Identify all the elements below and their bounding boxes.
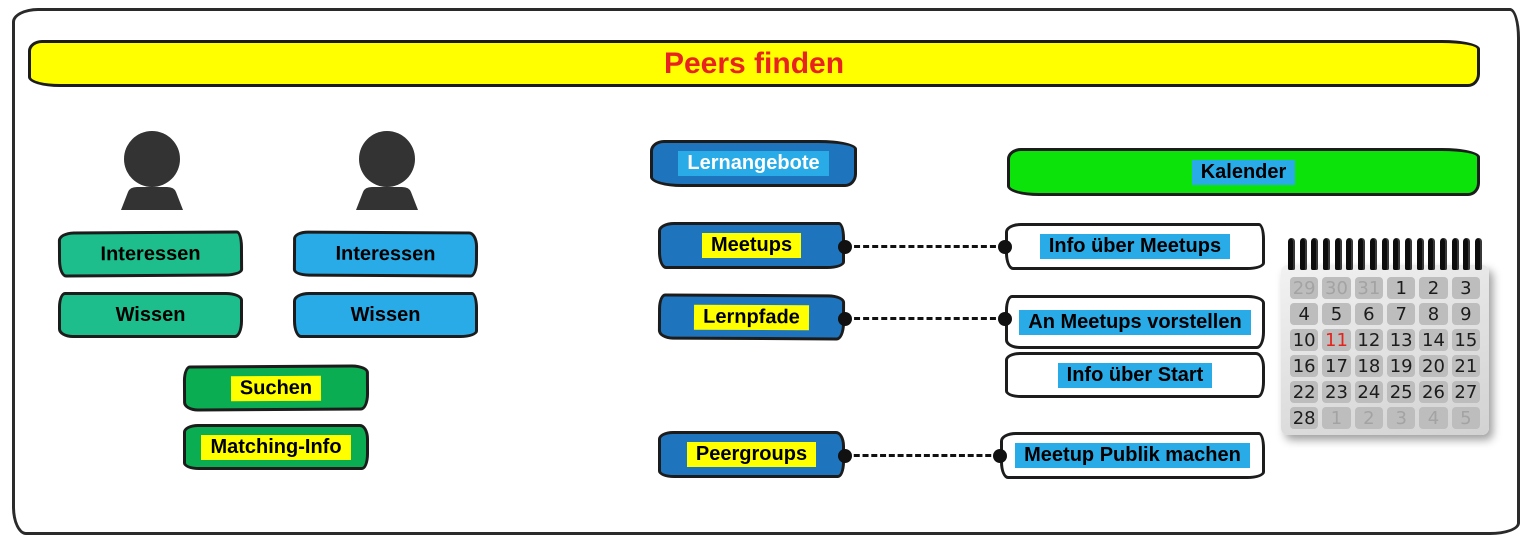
spiral-pin-icon [1299,238,1307,270]
button-wissen-person2[interactable]: Wissen [293,292,478,338]
calendar-day: 3 [1387,407,1416,429]
calendar-day: 9 [1451,303,1480,325]
button-label: Wissen [115,303,186,326]
spiral-pin-icon [1358,238,1366,270]
calendar-day: 16 [1290,355,1319,377]
calendar-day: 21 [1451,355,1480,377]
calendar-day: 12 [1354,329,1383,351]
button-label: Suchen [230,375,322,401]
connector-lernpfade-vorstellen [838,311,1012,326]
banner-label: Kalender [1191,159,1296,185]
calendar-day: 18 [1354,355,1383,377]
button-interessen-person1[interactable]: Interessen [57,230,244,278]
calendar-day: 15 [1451,329,1480,351]
calendar-day: 5 [1451,407,1480,429]
calendar-day: 11 [1322,329,1351,351]
calendar-day: 4 [1290,303,1319,325]
spiral-pin-icon [1311,238,1319,270]
calendar-day: 1 [1322,407,1351,429]
calendar-day: 20 [1419,355,1448,377]
button-matching-info[interactable]: Matching-Info [183,424,369,470]
calendar-day: 6 [1354,303,1383,325]
item-an-meetups-vorstellen[interactable]: An Meetups vorstellen [1005,295,1265,349]
calendar-day: 7 [1387,303,1416,325]
calendar-day: 10 [1290,329,1319,351]
calendar-day: 2 [1419,277,1448,299]
item-label: Meetup Publik machen [1015,443,1250,468]
calendar-day: 22 [1290,381,1319,403]
button-interessen-person2[interactable]: Interessen [292,230,479,278]
spiral-pin-icon [1463,238,1471,270]
item-label: Info über Meetups [1039,234,1231,259]
button-label: Interessen [100,242,201,265]
calendar-day: 29 [1290,277,1319,299]
item-info-ueber-start[interactable]: Info über Start [1005,352,1265,398]
calendar-day: 24 [1354,381,1383,403]
spiral-pin-icon [1346,238,1354,270]
calendar-day: 1 [1387,277,1416,299]
calendar-day: 3 [1451,277,1480,299]
spiral-pin-icon [1428,238,1436,270]
calendar-day: 26 [1419,381,1448,403]
calendar-day: 25 [1387,381,1416,403]
calendar-day: 27 [1451,381,1480,403]
spiral-pin-icon [1288,238,1295,270]
banner-label: Lernangebote [678,151,829,176]
calendar-day: 14 [1419,329,1448,351]
button-wissen-person1[interactable]: Wissen [58,292,243,338]
calendar-day: 2 [1354,407,1383,429]
spiral-pin-icon [1404,238,1412,270]
spiral-pin-icon [1439,238,1447,270]
person-icon [356,131,418,210]
calendar-day: 31 [1354,277,1383,299]
item-info-ueber-meetups[interactable]: Info über Meetups [1005,223,1265,270]
banner-kalender: Kalender [1007,148,1480,196]
spiral-pin-icon [1416,238,1424,270]
button-lernpfade[interactable]: Lernpfade [657,293,846,341]
calendar-day: 30 [1322,277,1351,299]
spiral-pin-icon [1381,238,1389,270]
connector-peergroups-publik [838,448,1007,463]
calendar-day: 17 [1322,355,1351,377]
calendar-day: 23 [1322,381,1351,403]
item-meetup-publik-machen[interactable]: Meetup Publik machen [1000,432,1265,479]
banner-lernangebote: Lernangebote [650,140,857,187]
person-icon [121,131,183,210]
button-suchen[interactable]: Suchen [182,364,370,412]
button-label: Interessen [335,242,436,265]
item-label: Info über Start [1057,362,1213,388]
spiral-pin-icon [1393,238,1401,270]
spiral-pin-icon [1451,238,1459,270]
button-label: Meetups [701,233,802,258]
button-label: Lernpfade [694,304,809,330]
spiral-pin-icon [1334,238,1342,270]
spiral-pin-icon [1369,238,1377,270]
sketch-frame [12,8,1520,535]
item-label: An Meetups vorstellen [1019,309,1251,335]
title-banner: Peers finden [28,40,1480,87]
button-meetups[interactable]: Meetups [658,222,845,269]
spiral-pin-icon [1323,238,1331,270]
button-label: Peergroups [686,442,817,467]
button-label: Matching-Info [201,434,351,460]
calendar-day: 5 [1322,303,1351,325]
calendar-day: 19 [1387,355,1416,377]
button-peergroups[interactable]: Peergroups [658,431,845,478]
calendar-day: 4 [1419,407,1448,429]
calendar-spiral [1281,238,1489,272]
calendar-day: 28 [1290,407,1319,429]
spiral-pin-icon [1475,238,1482,270]
connector-meetups-info [838,239,1012,254]
button-label: Wissen [350,303,421,326]
page-title: Peers finden [663,46,845,80]
calendar-day: 8 [1419,303,1448,325]
calendar-day: 13 [1387,329,1416,351]
